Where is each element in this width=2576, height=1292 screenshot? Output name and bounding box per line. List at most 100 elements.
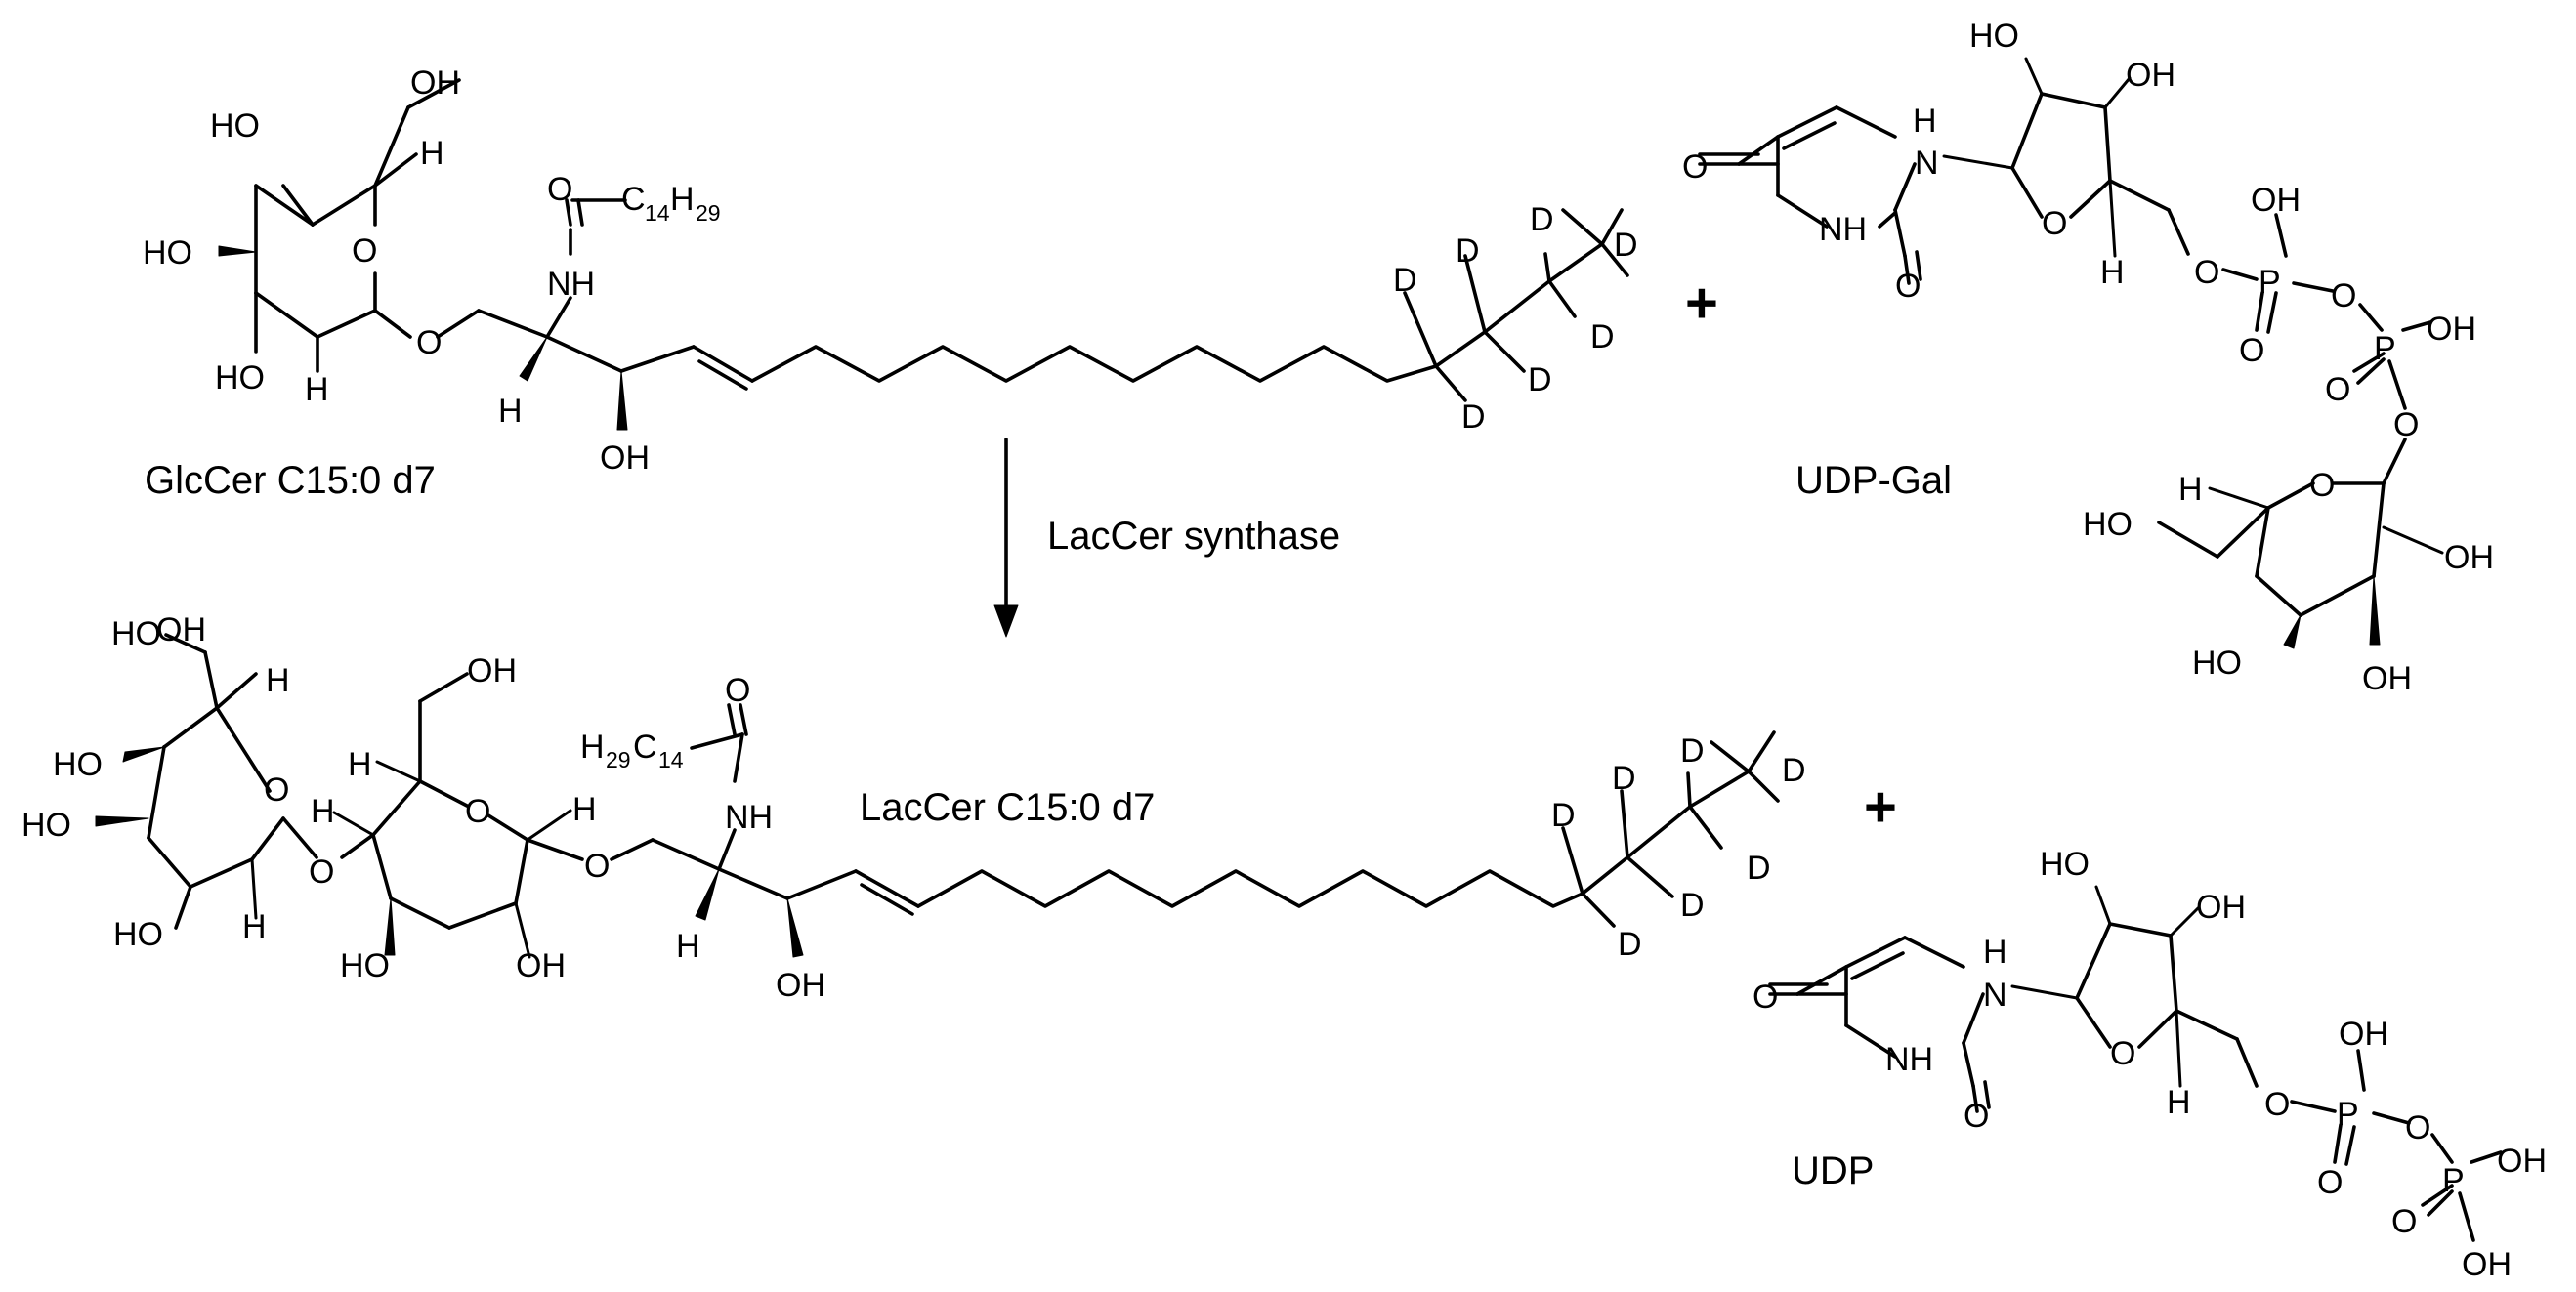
bond-line	[1710, 740, 1751, 773]
bond-line	[373, 152, 418, 188]
bond-line	[1434, 364, 1467, 402]
bond-line	[311, 184, 377, 227]
d-label: D	[1456, 232, 1480, 270]
bond-line	[1581, 855, 1629, 896]
d-label: D	[1530, 201, 1554, 238]
bond-line	[373, 105, 410, 188]
bond-line	[2421, 1184, 2454, 1207]
d-label: D	[1614, 227, 1638, 264]
nh-label: NH	[1885, 1041, 1933, 1078]
nh-label: NH	[725, 799, 773, 836]
p-label: P	[2259, 264, 2281, 301]
galactose-ring	[95, 633, 318, 930]
n-label: N	[1983, 977, 2007, 1014]
h-label: H	[2178, 471, 2203, 508]
bond-line	[2458, 1191, 2475, 1242]
ho-label: HO	[53, 746, 103, 783]
d-label: D	[1680, 887, 1705, 924]
bond-line	[2108, 922, 2173, 938]
bond-line	[610, 838, 655, 861]
ho-label: HO	[2083, 506, 2133, 543]
bond-line	[1561, 826, 1584, 896]
h-label: H	[580, 729, 605, 766]
bond-line	[916, 869, 1584, 908]
bond-line	[406, 78, 461, 109]
laccer-atom-labels: HO OH H O HO HO HO H O H H OH O H HO OH …	[21, 611, 1806, 1004]
ceramide-backbone	[477, 198, 1629, 431]
bond-line	[254, 184, 315, 227]
bond-line	[1686, 771, 1692, 809]
reaction-arrow	[993, 438, 1019, 638]
bond-line	[2356, 357, 2386, 385]
bond-line	[373, 309, 412, 339]
bond-line	[2167, 208, 2190, 256]
bond-line	[2356, 1049, 2366, 1092]
o-label: O	[2194, 254, 2219, 291]
bond-line	[2235, 1037, 2259, 1088]
bond-line	[545, 335, 623, 373]
h-label: H	[572, 791, 597, 828]
ho-label: HO	[340, 947, 390, 984]
h-label: H	[242, 908, 267, 945]
n-label: N	[1915, 145, 1939, 182]
diphosphate-group	[2221, 213, 2432, 410]
o-label: O	[1753, 979, 1778, 1016]
h-label: H	[348, 746, 372, 783]
bond-line	[717, 828, 737, 871]
plus-sign: +	[1685, 271, 1718, 335]
bond-line	[2274, 213, 2288, 258]
bond-line	[1835, 105, 1897, 139]
laccer-structure: HO OH H O HO HO HO H O H H OH O H HO OH …	[21, 611, 1806, 1004]
bond-line	[1547, 242, 1604, 283]
o-label: O	[2405, 1109, 2430, 1146]
ho-label: HO	[2040, 846, 2090, 883]
bond-line	[1983, 1080, 1991, 1109]
bond-line	[203, 650, 219, 710]
o-label: O	[465, 793, 490, 830]
diphosphate-group	[2290, 1049, 2503, 1242]
nh-label: NH	[1819, 211, 1867, 248]
wedge-bond	[2283, 614, 2302, 649]
bond-line	[2175, 1009, 2239, 1041]
uracil-ring	[1698, 105, 1922, 285]
h-label: H	[1983, 934, 2007, 971]
bond-line	[2266, 291, 2278, 334]
galactose-ring	[2157, 438, 2444, 649]
o-label: O	[2042, 205, 2067, 242]
bond-line	[2169, 934, 2178, 1013]
bond-line	[371, 779, 422, 837]
glucose-ring	[332, 672, 655, 959]
o-label: O	[2309, 467, 2335, 504]
bond-line	[545, 296, 572, 339]
oh-label: OH	[2126, 57, 2175, 94]
bond-line	[2069, 179, 2112, 219]
o-label: O	[2110, 1035, 2135, 1072]
o-label: O	[2393, 406, 2419, 443]
udp-atom-labels: O H N NH O HO OH O H O P OH O O P OH O O…	[1753, 846, 2547, 1283]
o-label: O	[2331, 277, 2356, 314]
bond-line	[1795, 965, 1848, 996]
ho-label: HO	[113, 916, 163, 953]
h-label: H	[420, 135, 444, 172]
h-label: H	[305, 371, 329, 408]
oh-label: OH	[600, 439, 650, 477]
bond-line	[2292, 281, 2335, 293]
oh-label: OH	[2339, 1016, 2388, 1053]
bond-line	[727, 703, 737, 736]
o-label: O	[2391, 1203, 2417, 1240]
d-label: D	[1393, 262, 1417, 299]
ho-label: HO	[111, 615, 161, 652]
bond-line	[1561, 208, 1604, 246]
o-label: O	[584, 848, 610, 885]
bond-line	[1844, 1023, 1897, 1059]
bond-line	[1547, 279, 1577, 318]
h-label: H	[266, 662, 290, 699]
bond-line	[1483, 330, 1526, 373]
o-label: O	[309, 854, 334, 891]
bond-line	[375, 760, 422, 783]
o-label: O	[264, 771, 289, 809]
bond-line	[1893, 208, 1907, 258]
bond-line	[389, 896, 451, 930]
wedge-bond	[95, 815, 149, 827]
bond-line	[1747, 730, 1776, 773]
